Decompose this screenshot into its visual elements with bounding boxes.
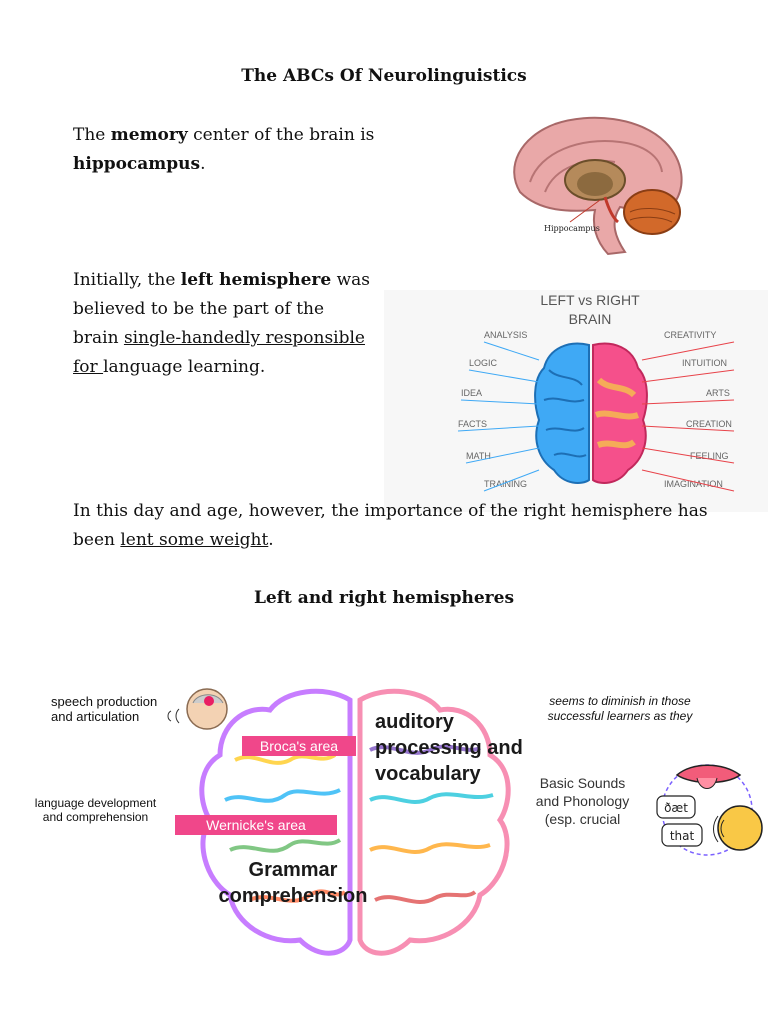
- left-label: LOGIC: [469, 358, 498, 368]
- hippocampus-label: Hippocampus: [544, 224, 600, 233]
- left-label: FACTS: [458, 419, 487, 429]
- right-connector: [641, 369, 735, 383]
- text: language learning.: [103, 357, 266, 377]
- text: center of the brain is: [187, 125, 375, 145]
- bubble-ipa-text: ðæt: [664, 801, 688, 815]
- text: Initially, the: [73, 270, 181, 290]
- hippocampus-brain-image: Hippocampus: [513, 116, 683, 256]
- right-connector: [641, 447, 735, 464]
- left-connector: [483, 469, 540, 492]
- underlined-lent-some-weight: lent some weight: [120, 530, 269, 550]
- left-label: IDEA: [461, 388, 482, 398]
- left-connector: [465, 447, 540, 464]
- right-label: FEELING: [690, 451, 729, 461]
- hemispheres-diagram: speech production and articulation langu…: [0, 675, 768, 970]
- text: In this day and age, however, the import…: [73, 501, 708, 550]
- left-hemisphere-icon: [534, 342, 590, 484]
- left-label: MATH: [466, 451, 491, 461]
- left-connector: [460, 399, 540, 405]
- right-label: ARTS: [706, 388, 730, 398]
- langdev-label: language development and comprehension: [34, 796, 157, 824]
- head-listening-icon: [167, 688, 228, 730]
- text: was believed to be the part of the brain: [73, 270, 370, 348]
- right-label: IMAGINATION: [664, 479, 723, 489]
- brocas-area-label: Broca's area: [242, 736, 356, 756]
- bold-memory: memory: [110, 125, 188, 145]
- paragraph-memory: The memory center of the brain is hippoc…: [73, 121, 383, 179]
- right-connector: [641, 341, 735, 361]
- right-connector: [641, 425, 735, 432]
- bubble-word-text: that: [670, 829, 695, 843]
- right-connector: [641, 469, 735, 492]
- speech-label: speech production and articulation: [51, 694, 158, 724]
- left-label: TRAINING: [484, 479, 527, 489]
- wernickes-area-label: Wernicke's area: [175, 815, 337, 835]
- auditory-label: auditory processing and vocabulary: [375, 711, 523, 785]
- left-connector: [483, 341, 540, 361]
- paragraph-left-hemisphere: Initially, the left hemisphere was belie…: [73, 266, 373, 382]
- basic-sounds-label: Basic Sounds and Phonology (esp. crucial: [535, 775, 630, 827]
- right-label: INTUITION: [682, 358, 727, 368]
- left-vs-right-brain-image: LEFT vs RIGHT BRAIN ANALYSIS LOGIC IDEA FAC…: [384, 290, 768, 512]
- text: The: [73, 125, 111, 145]
- diminish-label: seems to diminish in those successful le…: [547, 694, 693, 723]
- grammar-label: Grammar comprehension: [218, 859, 368, 907]
- lr-title-2: BRAIN: [569, 311, 612, 327]
- text: .: [268, 530, 274, 550]
- left-connector: [457, 425, 540, 432]
- page-title: The ABCs Of Neurolinguistics: [241, 66, 527, 86]
- bold-left-hemisphere: left hemisphere: [180, 270, 332, 290]
- right-label: CREATION: [686, 419, 732, 429]
- underlined-responsible: single-handedly responsible for: [73, 328, 365, 377]
- bold-hippocampus: hippocampus: [73, 154, 201, 174]
- paragraph-right-hemisphere: In this day and age, however, the import…: [73, 497, 713, 555]
- text: .: [200, 154, 206, 174]
- left-label: ANALYSIS: [484, 330, 527, 340]
- right-label: CREATIVITY: [664, 330, 716, 340]
- section-subtitle: Left and right hemispheres: [253, 588, 515, 608]
- lr-title-1: LEFT vs RIGHT: [540, 292, 640, 308]
- left-connector: [468, 369, 540, 383]
- phonology-mouth-icon: ðæt that: [656, 764, 763, 856]
- right-connector: [641, 399, 735, 405]
